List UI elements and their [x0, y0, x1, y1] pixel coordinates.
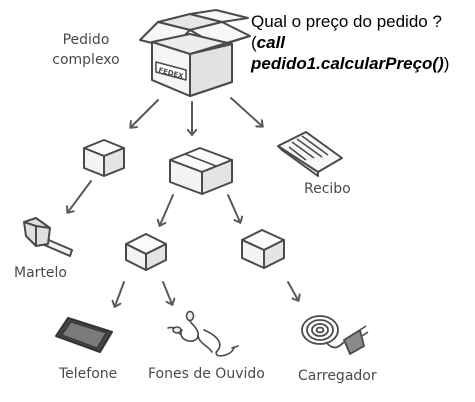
arrow-box-to-headphones	[162, 281, 172, 304]
receipt-icon	[277, 131, 343, 177]
box-icon	[169, 147, 233, 195]
arrow-root-to-receipt	[230, 97, 262, 126]
arrow-box-to-phone	[115, 281, 125, 306]
phone-icon	[55, 317, 113, 353]
arrow-box-center-to-box-left	[160, 194, 174, 225]
arrow-box-left-to-hammer	[68, 180, 92, 212]
open-box-icon	[139, 9, 251, 97]
arrow-box-to-charger	[287, 281, 298, 300]
headphones-label: Fones de Ouvido	[148, 366, 265, 382]
arrow-box-center-to-box-right	[227, 194, 240, 222]
earphones-icon	[167, 310, 239, 357]
question-call-keyword: call	[256, 33, 286, 52]
question-method-call: pedido1.calcularPreço()	[251, 54, 444, 73]
receipt-label: Recibo	[304, 181, 351, 197]
box-icon	[83, 139, 125, 177]
charger-icon	[301, 315, 369, 356]
hammer-label: Martelo	[14, 265, 67, 281]
root-label-line2: complexo	[52, 52, 120, 68]
question-line1: Qual o preço do pedido ?	[251, 12, 442, 31]
root-label: Pedido complexo	[42, 30, 130, 70]
question-text: Qual o preço do pedido ? (call pedido1.c…	[251, 11, 473, 74]
arrow-root-to-box-left	[131, 99, 159, 127]
phone-label: Telefone	[59, 366, 118, 382]
hammer-icon	[23, 217, 73, 257]
box-icon	[241, 229, 285, 269]
question-close-paren: )	[443, 54, 450, 73]
root-label-line1: Pedido	[62, 32, 110, 48]
charger-label: Carregador	[298, 368, 377, 384]
box-icon	[125, 233, 167, 271]
question-open-paren: (	[251, 33, 257, 52]
